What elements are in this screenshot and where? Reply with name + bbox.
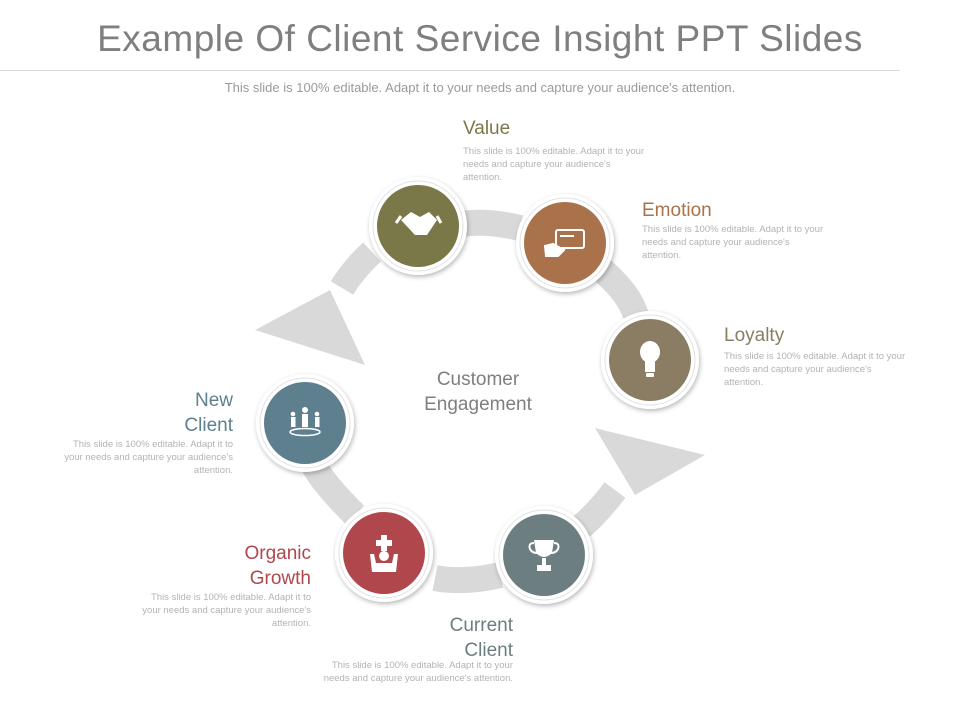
slide-subtitle: This slide is 100% editable. Adapt it to… <box>224 80 736 95</box>
new-client-label-line: Client <box>184 415 233 436</box>
person-with-plus-icon <box>370 535 398 572</box>
emotion-description: This slide is 100% editable. Adapt it to… <box>642 224 824 261</box>
center-label: Customer Engagement <box>400 367 556 417</box>
lightbulb-icon <box>640 341 660 377</box>
loyalty-description: This slide is 100% editable. Adapt it to… <box>724 351 906 388</box>
organic-growth-label: Organic Growth <box>190 541 311 591</box>
organic-growth-label-line: Organic <box>244 543 311 564</box>
title-divider <box>0 70 900 71</box>
card-in-hand-icon <box>543 229 585 257</box>
organic-growth-description: This slide is 100% editable. Adapt it to… <box>142 592 311 629</box>
emotion-label-line: Emotion <box>642 200 712 221</box>
value-description: This slide is 100% editable. Adapt it to… <box>463 146 645 183</box>
current-client-label-line: Current <box>449 615 513 636</box>
center-label-line: Engagement <box>424 394 532 415</box>
people-group-icon <box>289 407 321 437</box>
node-new-client[interactable] <box>256 374 354 472</box>
loyalty-label-line: Loyalty <box>724 325 785 346</box>
node-emotion[interactable] <box>516 194 614 292</box>
arrow-head-right <box>595 428 705 495</box>
slide-title: Example Of Client Service Insight PPT Sl… <box>97 18 863 59</box>
ring-segment <box>330 242 381 295</box>
new-client-label: New Client <box>113 388 233 438</box>
current-client-label-line: Client <box>464 640 513 661</box>
handshake-icon <box>394 212 443 235</box>
node-current-client[interactable] <box>495 506 593 604</box>
center-label-line: Customer <box>436 369 520 390</box>
node-loyalty[interactable] <box>601 311 699 409</box>
organic-growth-label-line: Growth <box>249 568 311 589</box>
value-label-line: Value <box>463 118 511 139</box>
value-label: Value <box>463 116 510 141</box>
current-client-description: This slide is 100% editable. Adapt it to… <box>323 660 513 684</box>
node-organic-growth[interactable] <box>335 504 433 602</box>
ring-segment <box>432 562 504 594</box>
new-client-description: This slide is 100% editable. Adapt it to… <box>64 439 233 476</box>
new-client-label-line: New <box>194 390 233 411</box>
trophy-icon <box>528 540 560 571</box>
current-client-label: Current Client <box>393 613 513 663</box>
emotion-label: Emotion <box>642 198 712 223</box>
arrow-head-left <box>255 290 365 365</box>
loyalty-label: Loyalty <box>724 323 784 348</box>
node-value[interactable] <box>369 177 467 275</box>
